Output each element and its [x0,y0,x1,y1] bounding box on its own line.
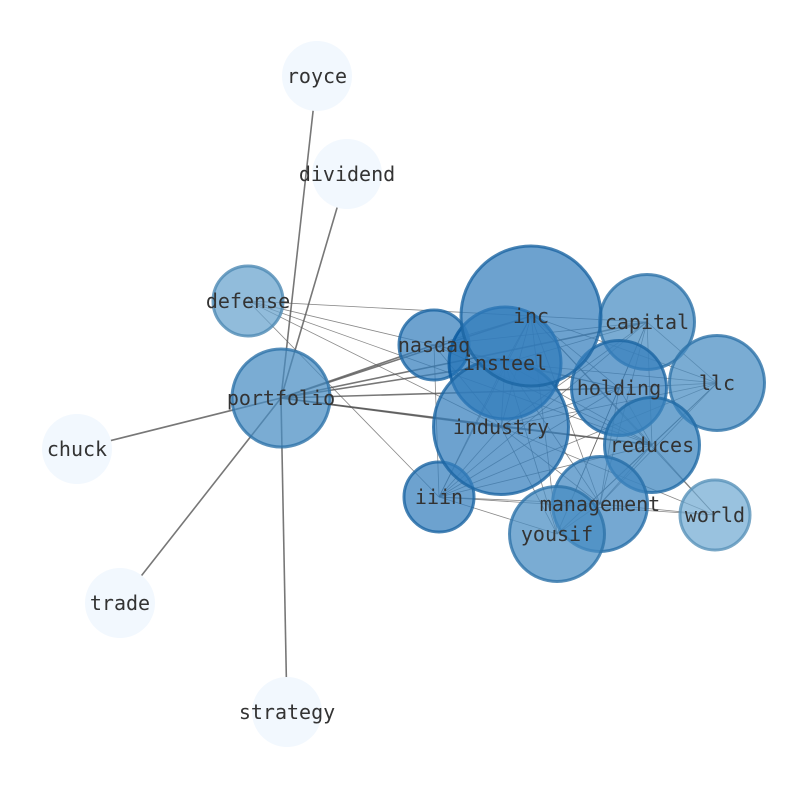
node-label-nasdaq: nasdaq [398,333,470,357]
node-label-yousif: yousif [521,522,593,546]
node-label-strategy: strategy [239,700,335,724]
node-label-reduces: reduces [610,433,694,457]
node-layer [42,41,766,747]
edge-portfolio-strategy [280,397,288,713]
node-label-iiin: iiin [415,485,463,509]
node-label-world: world [685,503,745,527]
node-llc[interactable] [668,334,766,432]
node-label-insteel: insteel [463,351,547,375]
node-trade[interactable] [85,568,155,638]
node-label-inc: inc [513,304,549,328]
node-strategy[interactable] [252,677,322,747]
node-dividend[interactable] [312,139,382,209]
node-label-dividend: dividend [299,162,395,186]
node-label-holding: holding [577,376,661,400]
node-defense[interactable] [211,264,285,338]
node-label-management: management [540,492,660,516]
node-label-llc: llc [699,371,735,395]
node-chuck[interactable] [42,414,112,484]
node-inc[interactable] [459,244,603,388]
node-label-portfolio: portfolio [227,386,335,410]
edge-defense-iiin [247,300,440,498]
node-portfolio[interactable] [230,347,332,449]
node-label-defense: defense [206,289,290,313]
node-label-capital: capital [605,310,689,334]
node-label-royce: royce [287,64,347,88]
node-yousif[interactable] [508,485,606,583]
node-label-trade: trade [90,591,150,615]
node-label-chuck: chuck [47,437,107,461]
edge-portfolio-royce [280,75,318,399]
node-royce[interactable] [282,41,352,111]
node-world[interactable] [678,478,752,552]
node-label-industry: industry [453,415,549,439]
